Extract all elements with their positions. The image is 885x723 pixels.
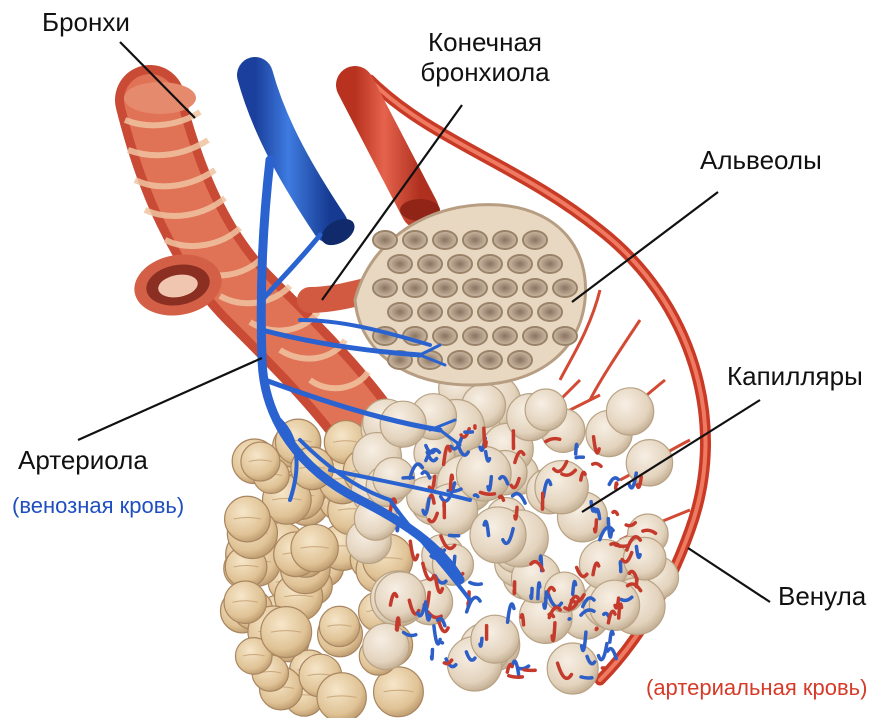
leader-arteriole xyxy=(78,358,262,440)
alveolus-cell xyxy=(418,303,442,321)
label-venule: Венула xyxy=(778,582,866,612)
label-terminal-bronchiole: Конечная бронхиола xyxy=(420,28,550,88)
alveolus-cell xyxy=(478,255,502,273)
alveolus xyxy=(547,643,598,694)
alveolus xyxy=(525,389,567,431)
alveoli-honeycomb xyxy=(355,205,586,385)
label-terminal-bronchiole-line1: Конечная xyxy=(420,28,550,58)
label-bronchi: Бронхи xyxy=(42,8,130,38)
label-alveoli: Альвеолы xyxy=(700,146,822,176)
alveolus-cell xyxy=(478,303,502,321)
alveolus xyxy=(291,524,338,571)
alveolus-cell xyxy=(403,231,427,249)
alveolus-cell xyxy=(553,279,577,297)
label-arteriole: Артериола xyxy=(18,446,148,476)
alveolus-cell xyxy=(463,231,487,249)
alveolus-cell xyxy=(433,231,457,249)
leader-alveoli xyxy=(572,192,718,302)
alveolus-cell xyxy=(508,351,532,369)
bronchus-tube xyxy=(124,82,370,420)
alveolus-cell xyxy=(373,279,397,297)
alveolus-cell xyxy=(523,279,547,297)
alveolus-cell xyxy=(448,303,472,321)
alveolus xyxy=(363,623,409,669)
label-terminal-bronchiole-line2: бронхиола xyxy=(420,58,550,88)
alveolus-cell xyxy=(433,279,457,297)
alveolus-cell xyxy=(448,351,472,369)
alveolus xyxy=(241,442,280,481)
alveolus-cell xyxy=(403,279,427,297)
alveolus xyxy=(606,388,653,435)
alveolus xyxy=(261,607,312,658)
alveolus-cell xyxy=(508,303,532,321)
alveolus-cell xyxy=(508,255,532,273)
alveolus-cell xyxy=(418,255,442,273)
alveolus xyxy=(224,581,266,623)
alveolus-cell xyxy=(478,351,502,369)
alveolus-cell xyxy=(538,255,562,273)
alveolus-cell xyxy=(388,255,412,273)
label-arteriole-note: (венозная кровь) xyxy=(12,493,184,518)
alveolus-cell xyxy=(388,303,412,321)
alveolus-cell xyxy=(523,327,547,345)
alveolus-cell xyxy=(463,279,487,297)
alveolus-cell xyxy=(493,327,517,345)
alveolus-cell xyxy=(493,279,517,297)
alveolus xyxy=(471,615,519,663)
alveolus-cell xyxy=(373,231,397,249)
alveolus-cell xyxy=(433,327,457,345)
alveolus xyxy=(317,673,366,718)
label-venule-note: (артериальная кровь) xyxy=(646,675,867,700)
alveolus-cell xyxy=(463,327,487,345)
alveolus-cell xyxy=(448,255,472,273)
alveolus xyxy=(225,496,271,542)
leader-venule xyxy=(688,548,770,602)
alveolus-cell xyxy=(538,303,562,321)
alveolus-cell xyxy=(493,231,517,249)
alveolus-cell xyxy=(553,327,577,345)
label-capillaries: Капилляры xyxy=(727,362,863,392)
alveolus-cell xyxy=(523,231,547,249)
alveolus xyxy=(319,606,359,646)
